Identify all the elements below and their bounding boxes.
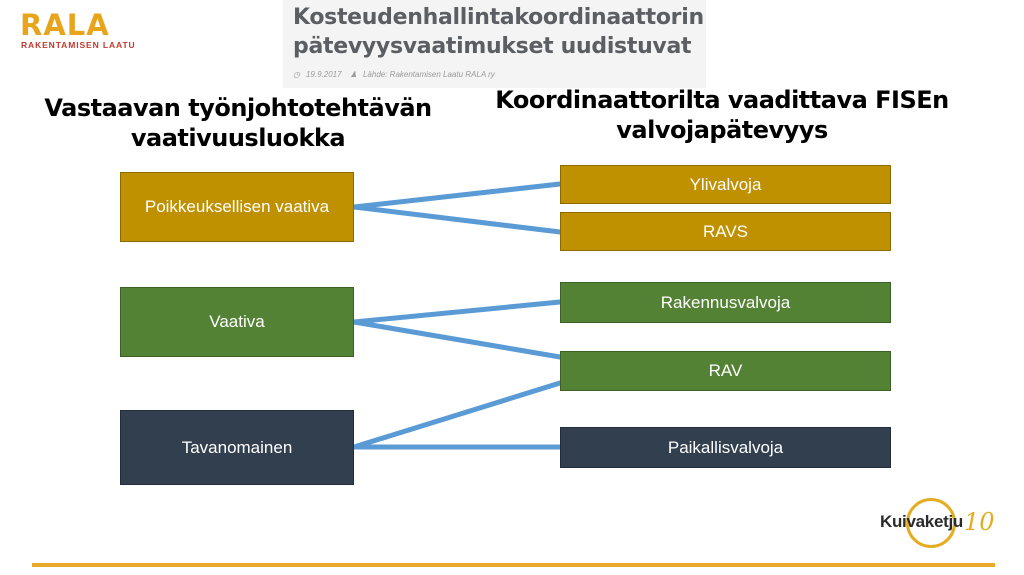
kuivaketju-logo: Kuivaketju 10 <box>878 496 998 556</box>
kuivaketju-text: Kuivaketju <box>880 512 963 531</box>
article-meta: ◷ 19.9.2017 ♟ Lähde: Rakentamisen Laatu RA… <box>293 70 501 79</box>
article-screenshot: Kosteudenhallintakoordinaattorin pätevyy… <box>283 0 706 88</box>
rala-logo: RALA RAKENTAMISEN LAATU <box>20 8 135 52</box>
left-box-vaativa: Vaativa <box>120 287 354 357</box>
right-box-rav: RAV <box>560 351 891 391</box>
connector-vaativa-rav <box>351 319 563 360</box>
article-date: 19.9.2017 <box>305 70 342 79</box>
left-box-tavanomainen: Tavanomainen <box>120 410 354 485</box>
clock-icon: ◷ <box>293 70 300 79</box>
right-box-ravs: RAVS <box>560 212 891 251</box>
kuivaketju-ring <box>906 498 956 548</box>
article-source: Lähde: Rakentamisen Laatu RALA ry <box>362 70 495 79</box>
right-box-ylivalvoja: Ylivalvoja <box>560 165 891 204</box>
person-icon: ♟ <box>349 70 357 79</box>
connector-vaativa-rakennusvalvoja <box>351 299 563 325</box>
kuivaketju-number: 10 <box>964 508 995 536</box>
article-title: Kosteudenhallintakoordinaattorin pätevyy… <box>293 5 704 59</box>
left-box-poikkeuksellisen-vaativa: Poikkeuksellisen vaativa <box>120 172 354 242</box>
connector-poikkeuksellisen-ylivalvoja <box>351 181 563 210</box>
right-box-rakennusvalvoja: Rakennusvalvoja <box>560 282 891 323</box>
connector-poikkeuksellisen-ravs <box>351 204 563 235</box>
bottom-accent-line <box>32 563 995 567</box>
right-column-heading: Koordinaattorilta vaadittava FISEn valvo… <box>495 86 949 144</box>
rala-logo-word: RALA <box>20 8 110 42</box>
rala-logo-subtitle: RAKENTAMISEN LAATU <box>21 40 136 50</box>
connector-tavanomainen-rav <box>351 380 563 450</box>
left-column-heading: Vastaavan työnjohtotehtävän vaativuusluo… <box>44 94 432 152</box>
right-box-paikallisvalvoja: Paikallisvalvoja <box>560 427 891 468</box>
